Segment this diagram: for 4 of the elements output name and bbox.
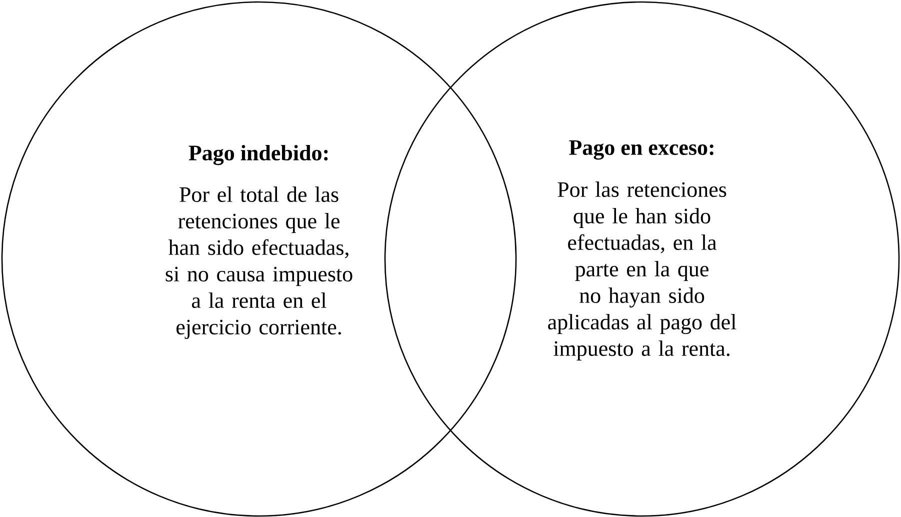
description: Por las retenciones que le han sido efectuadas, en la parte en la que no hayan sido aplicadas al pago del impuesto a la renta. [548, 182, 736, 360]
heading: Pago en exceso: [569, 140, 714, 160]
heading: Pago indebido: [188, 144, 328, 166]
description: Por el total de las retenciones que le han sido efectuadas, si no causa impuesto a la renta en el ejercicio corriente. [166, 186, 352, 339]
